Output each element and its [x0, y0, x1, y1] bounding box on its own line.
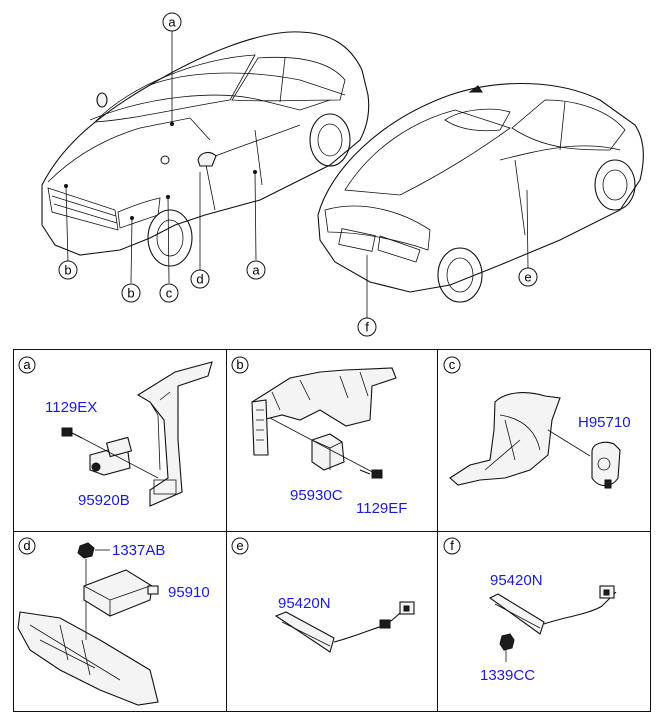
panel-e-letter: e — [236, 538, 243, 553]
panel-c-letter: c — [449, 357, 456, 372]
floor-panel — [17, 611, 159, 706]
rear-car-illustration — [317, 82, 644, 318]
overview-callouts: a a b b c d e f — [58, 12, 538, 337]
callout-c[interactable]: c — [159, 283, 179, 303]
panel-b-badge: b — [231, 356, 249, 374]
side-member — [251, 367, 397, 427]
part-95420N-f[interactable]: 95420N — [490, 572, 543, 589]
part-1129EF[interactable]: 1129EF — [356, 500, 407, 517]
panel-e-badge: e — [231, 537, 249, 555]
panel-b: b 95930C 1129EF — [231, 356, 407, 517]
part-95420N-e[interactable]: 95420N — [278, 595, 331, 612]
callout-e-label: e — [524, 270, 531, 285]
part-H95710[interactable]: H95710 — [578, 414, 631, 431]
callout-b-lower[interactable]: b — [121, 283, 141, 303]
panel-f-badge: f — [443, 537, 461, 555]
part-1339CC[interactable]: 1339CC — [480, 667, 535, 684]
bolt-1129ef[interactable] — [359, 469, 383, 479]
panel-e: e 95420N — [231, 537, 415, 653]
panel-f: f 95420N 1339CC — [443, 537, 617, 684]
module-95910[interactable] — [83, 569, 159, 617]
callout-a-side-label: a — [252, 263, 260, 278]
callout-a-side[interactable]: a — [246, 260, 266, 280]
panel-d-letter: d — [23, 538, 30, 553]
detail-grid — [13, 349, 651, 712]
panel-b-letter: b — [236, 357, 243, 372]
panel-c-badge: c — [443, 356, 461, 374]
callout-e[interactable]: e — [518, 267, 538, 287]
part-95910[interactable]: 95910 — [168, 584, 210, 601]
front-car-illustration — [41, 30, 370, 284]
part-1337AB[interactable]: 1337AB — [112, 542, 165, 559]
callout-c-label: c — [166, 286, 173, 301]
wire-95420n-f[interactable] — [488, 585, 617, 635]
panel-a-letter: a — [23, 357, 31, 372]
pillar-bracket — [136, 361, 213, 507]
callout-d-label: d — [196, 272, 203, 287]
panel-d: d 1337AB 95910 — [17, 537, 210, 706]
wheel-housing — [449, 392, 561, 486]
panel-a-badge: a — [18, 356, 36, 374]
callout-b-left[interactable]: b — [58, 260, 78, 280]
callout-b-left-label: b — [64, 263, 71, 278]
panel-d-badge: d — [18, 537, 36, 555]
callout-f[interactable]: f — [357, 317, 377, 337]
part-1129EX[interactable]: 1129EX — [45, 399, 97, 416]
sensor-h95710[interactable] — [591, 441, 621, 489]
bolt-1129ex[interactable] — [61, 427, 83, 439]
wire-95420n-e[interactable] — [274, 601, 415, 653]
callout-f-label: f — [365, 320, 369, 335]
callout-a-top-label: a — [168, 15, 176, 30]
sensor-95920b[interactable] — [89, 436, 133, 476]
callout-d[interactable]: d — [190, 269, 210, 289]
panel-f-letter: f — [450, 538, 454, 553]
clip-1339cc[interactable] — [499, 633, 515, 651]
part-95930C[interactable]: 95930C — [290, 487, 343, 504]
sensor-95930c[interactable] — [311, 433, 345, 471]
panel-c: c H95710 — [443, 356, 631, 489]
callout-b-lower-label: b — [127, 286, 134, 301]
panel-a: a 1129EX 95920B — [18, 356, 213, 509]
callout-a-top[interactable]: a — [162, 12, 182, 32]
nut-1337ab[interactable] — [77, 542, 95, 559]
part-95920B[interactable]: 95920B — [78, 492, 130, 509]
